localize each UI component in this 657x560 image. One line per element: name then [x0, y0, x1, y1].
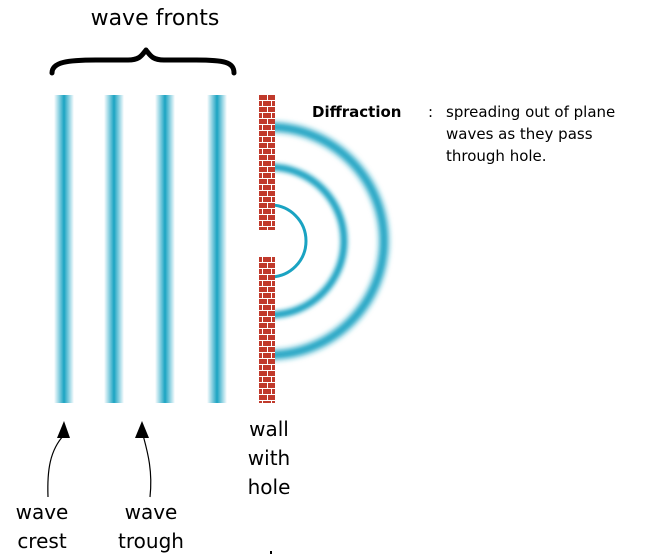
diffracted-wave-outer	[272, 122, 389, 360]
wave-crest-label: wave crest	[15, 500, 69, 553]
diffracted-wave-inner	[272, 203, 308, 279]
wave-fronts-brace	[49, 47, 237, 76]
wall-lower	[259, 257, 275, 403]
diffracted-wave-middle	[272, 163, 348, 319]
speck-mark	[270, 551, 272, 554]
wave-front-1	[54, 95, 74, 403]
wall-with-hole-label: wall with hole	[247, 417, 291, 499]
trough-arrow	[135, 421, 152, 498]
wave-fronts-label: wave fronts	[90, 6, 220, 31]
diffraction-term: Diffraction	[312, 103, 402, 121]
diffraction-description: spreading out of plane waves as they pas…	[446, 103, 616, 165]
wave-front-3	[155, 95, 175, 403]
wall-upper	[259, 95, 275, 230]
wave-trough-label: wave trough	[118, 500, 184, 553]
wave-front-2	[104, 95, 124, 403]
crest-arrow	[47, 421, 70, 498]
diffraction-separator: :	[428, 103, 434, 121]
wave-front-4	[207, 95, 227, 403]
